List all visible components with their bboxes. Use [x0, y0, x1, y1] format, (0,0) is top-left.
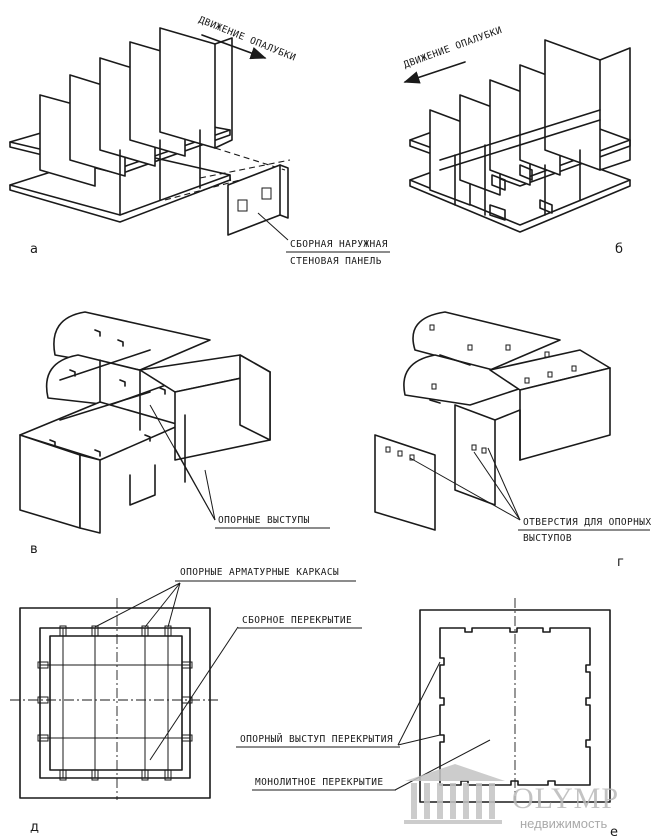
- panel-letter-b: б: [615, 242, 623, 257]
- leader-d-2: [144, 582, 181, 628]
- watermark: OLYMP недвижимость: [404, 764, 619, 831]
- panel-d-drawing: [10, 598, 220, 800]
- watermark-brand: OLYMP: [512, 782, 619, 815]
- watermark-sub: недвижимость: [520, 816, 607, 831]
- panel-d: ОПОРНЫЕ АРМАТУРНЫЕ КАРКАСЫ СБОРНОЕ ПЕРЕК…: [10, 567, 362, 835]
- callout-support-ledges: ОПОРНЫЕ ВЫСТУПЫ: [218, 515, 310, 526]
- leader-d-1: [94, 582, 181, 628]
- columns-logo-icon: [404, 764, 505, 824]
- callout-holes-1: ОТВЕРСТИЯ ДЛЯ ОПОРНЫХ: [523, 517, 652, 528]
- leader-d-4: [149, 626, 239, 761]
- panel-e-drawing: [419, 598, 611, 803]
- panel-a: ДВИЖЕНИЕ ОПАЛУБКИ СБОРНАЯ НАРУЖНАЯ СТЕНО…: [9, 15, 390, 267]
- callout-holes-2: ВЫСТУПОВ: [523, 533, 572, 544]
- panel-v-drawing: [19, 311, 271, 534]
- panel-b: ДВИЖЕНИЕ ОПАЛУБКИ б: [402, 25, 631, 257]
- direction-label-b: ДВИЖЕНИЕ ОПАЛУБКИ: [402, 25, 504, 71]
- panel-g: ОТВЕРСТИЯ ДЛЯ ОПОРНЫХ ВЫСТУПОВ г: [374, 311, 652, 570]
- panel-e: ОПОРНЫЙ ВЫСТУП ПЕРЕКРЫТИЯ МОНОЛИТНОЕ ПЕР…: [236, 598, 618, 840]
- panel-letter-e: е: [610, 825, 618, 840]
- panel-letter-g: г: [617, 555, 624, 570]
- leader-d-3: [167, 582, 181, 628]
- panel-v: ОПОРНЫЕ ВЫСТУПЫ в: [19, 311, 330, 557]
- leader-e-3: [394, 739, 491, 791]
- leader-a: [257, 212, 289, 241]
- panel-b-drawing: [409, 39, 631, 233]
- callout-wall-panel-2: СТЕНОВАЯ ПАНЕЛЬ: [290, 256, 382, 267]
- leader-g-3: [409, 457, 521, 521]
- panel-letter-d: д: [30, 820, 39, 835]
- leader-g-2: [487, 447, 521, 521]
- callout-frames: ОПОРНЫЕ АРМАТУРНЫЕ КАРКАСЫ: [180, 567, 339, 578]
- direction-arrow-a: [201, 34, 267, 60]
- callout-precast-slab: СБОРНОЕ ПЕРЕКРЫТИЕ: [242, 615, 352, 626]
- panel-letter-v: в: [30, 542, 38, 557]
- panel-g-drawing: [374, 311, 611, 531]
- panel-letter-a: а: [30, 242, 38, 257]
- leader-e-2: [397, 734, 441, 746]
- panel-a-drawing: [9, 27, 291, 236]
- callout-wall-panel-1: СБОРНАЯ НАРУЖНАЯ: [290, 239, 388, 250]
- leader-e-1: [397, 661, 441, 746]
- leader-v-3: [204, 469, 216, 521]
- callout-slab-ledge: ОПОРНЫЙ ВЫСТУП ПЕРЕКРЫТИЯ: [240, 733, 393, 745]
- leader-g-1: [473, 451, 521, 521]
- leader-v-2: [174, 447, 216, 521]
- direction-arrow-b: [403, 61, 466, 84]
- callout-monolithic-slab: МОНОЛИТНОЕ ПЕРЕКРЫТИЕ: [255, 777, 384, 788]
